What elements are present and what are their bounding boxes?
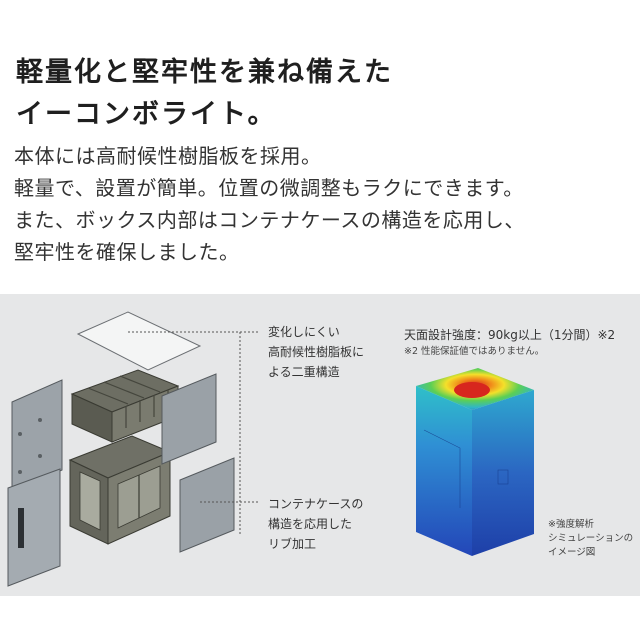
description-line-3: また、ボックス内部はコンテナケースの構造を応用し、 — [14, 208, 525, 232]
description-line-2: 軽量で、設置が簡単。位置の微調整もラクにできます。 — [14, 176, 524, 200]
feature-panel: 変化しにくい 高耐候性樹脂板に よる二重構造 コンテナケースの 構造を応用した … — [0, 294, 640, 596]
sim-box-left — [416, 386, 472, 556]
headline: 軽量化と堅牢性を兼ね備えた イーコンボライト。 — [16, 52, 393, 136]
panel-callout: 変化しにくい 高耐候性樹脂板に よる二重構造 — [268, 322, 364, 382]
strength-note: ※2 性能保証値ではありません。 — [404, 346, 545, 357]
rib-callout-line-3: リブ加工 — [268, 537, 317, 551]
stress-hotspot — [454, 382, 490, 398]
description-line-1: 本体には高耐候性樹脂板を採用。 — [14, 144, 322, 168]
caption-line-2: シミュレーションの — [548, 533, 634, 544]
rib-callout: コンテナケースの 構造を応用した リブ加工 — [268, 494, 363, 554]
simulation-caption: ※強度解析 シミュレーションの イメージ図 — [548, 518, 633, 560]
lock-icon — [18, 508, 24, 548]
sim-box-right — [472, 390, 534, 556]
description-line-4: 堅牢性を確保しました。 — [14, 240, 240, 264]
illustration — [7, 311, 534, 587]
right-panel-lower — [179, 457, 235, 553]
headline-line-2: イーコンボライト。 — [16, 99, 277, 130]
caption-line-3: イメージ図 — [548, 547, 596, 558]
panel-callout-line-1: 変化しにくい — [268, 325, 340, 339]
left-panel — [11, 379, 63, 493]
caption-line-1: ※強度解析 — [548, 519, 594, 530]
rib-callout-line-2: 構造を応用した — [268, 517, 353, 531]
top-panel — [76, 311, 202, 371]
headline-line-1: 軽量化と堅牢性を兼ね備えた — [16, 57, 393, 88]
door-panel — [7, 468, 61, 587]
rib-callout-line-1: コンテナケースの — [268, 497, 364, 511]
strength-spec: 天面設計強度：90kg以上（1分間）※2 ※2 性能保証値ではありません。 — [404, 325, 615, 359]
strength-text: 天面設計強度：90kg以上（1分間）※2 — [404, 328, 616, 342]
panel-callout-line-3: よる二重構造 — [268, 365, 340, 379]
right-panel-upper — [161, 373, 217, 465]
description: 本体には高耐候性樹脂板を採用。 軽量で、設置が簡単。位置の微調整もラクにできます… — [14, 140, 525, 268]
panel-callout-line-2: 高耐候性樹脂板に — [268, 345, 365, 359]
